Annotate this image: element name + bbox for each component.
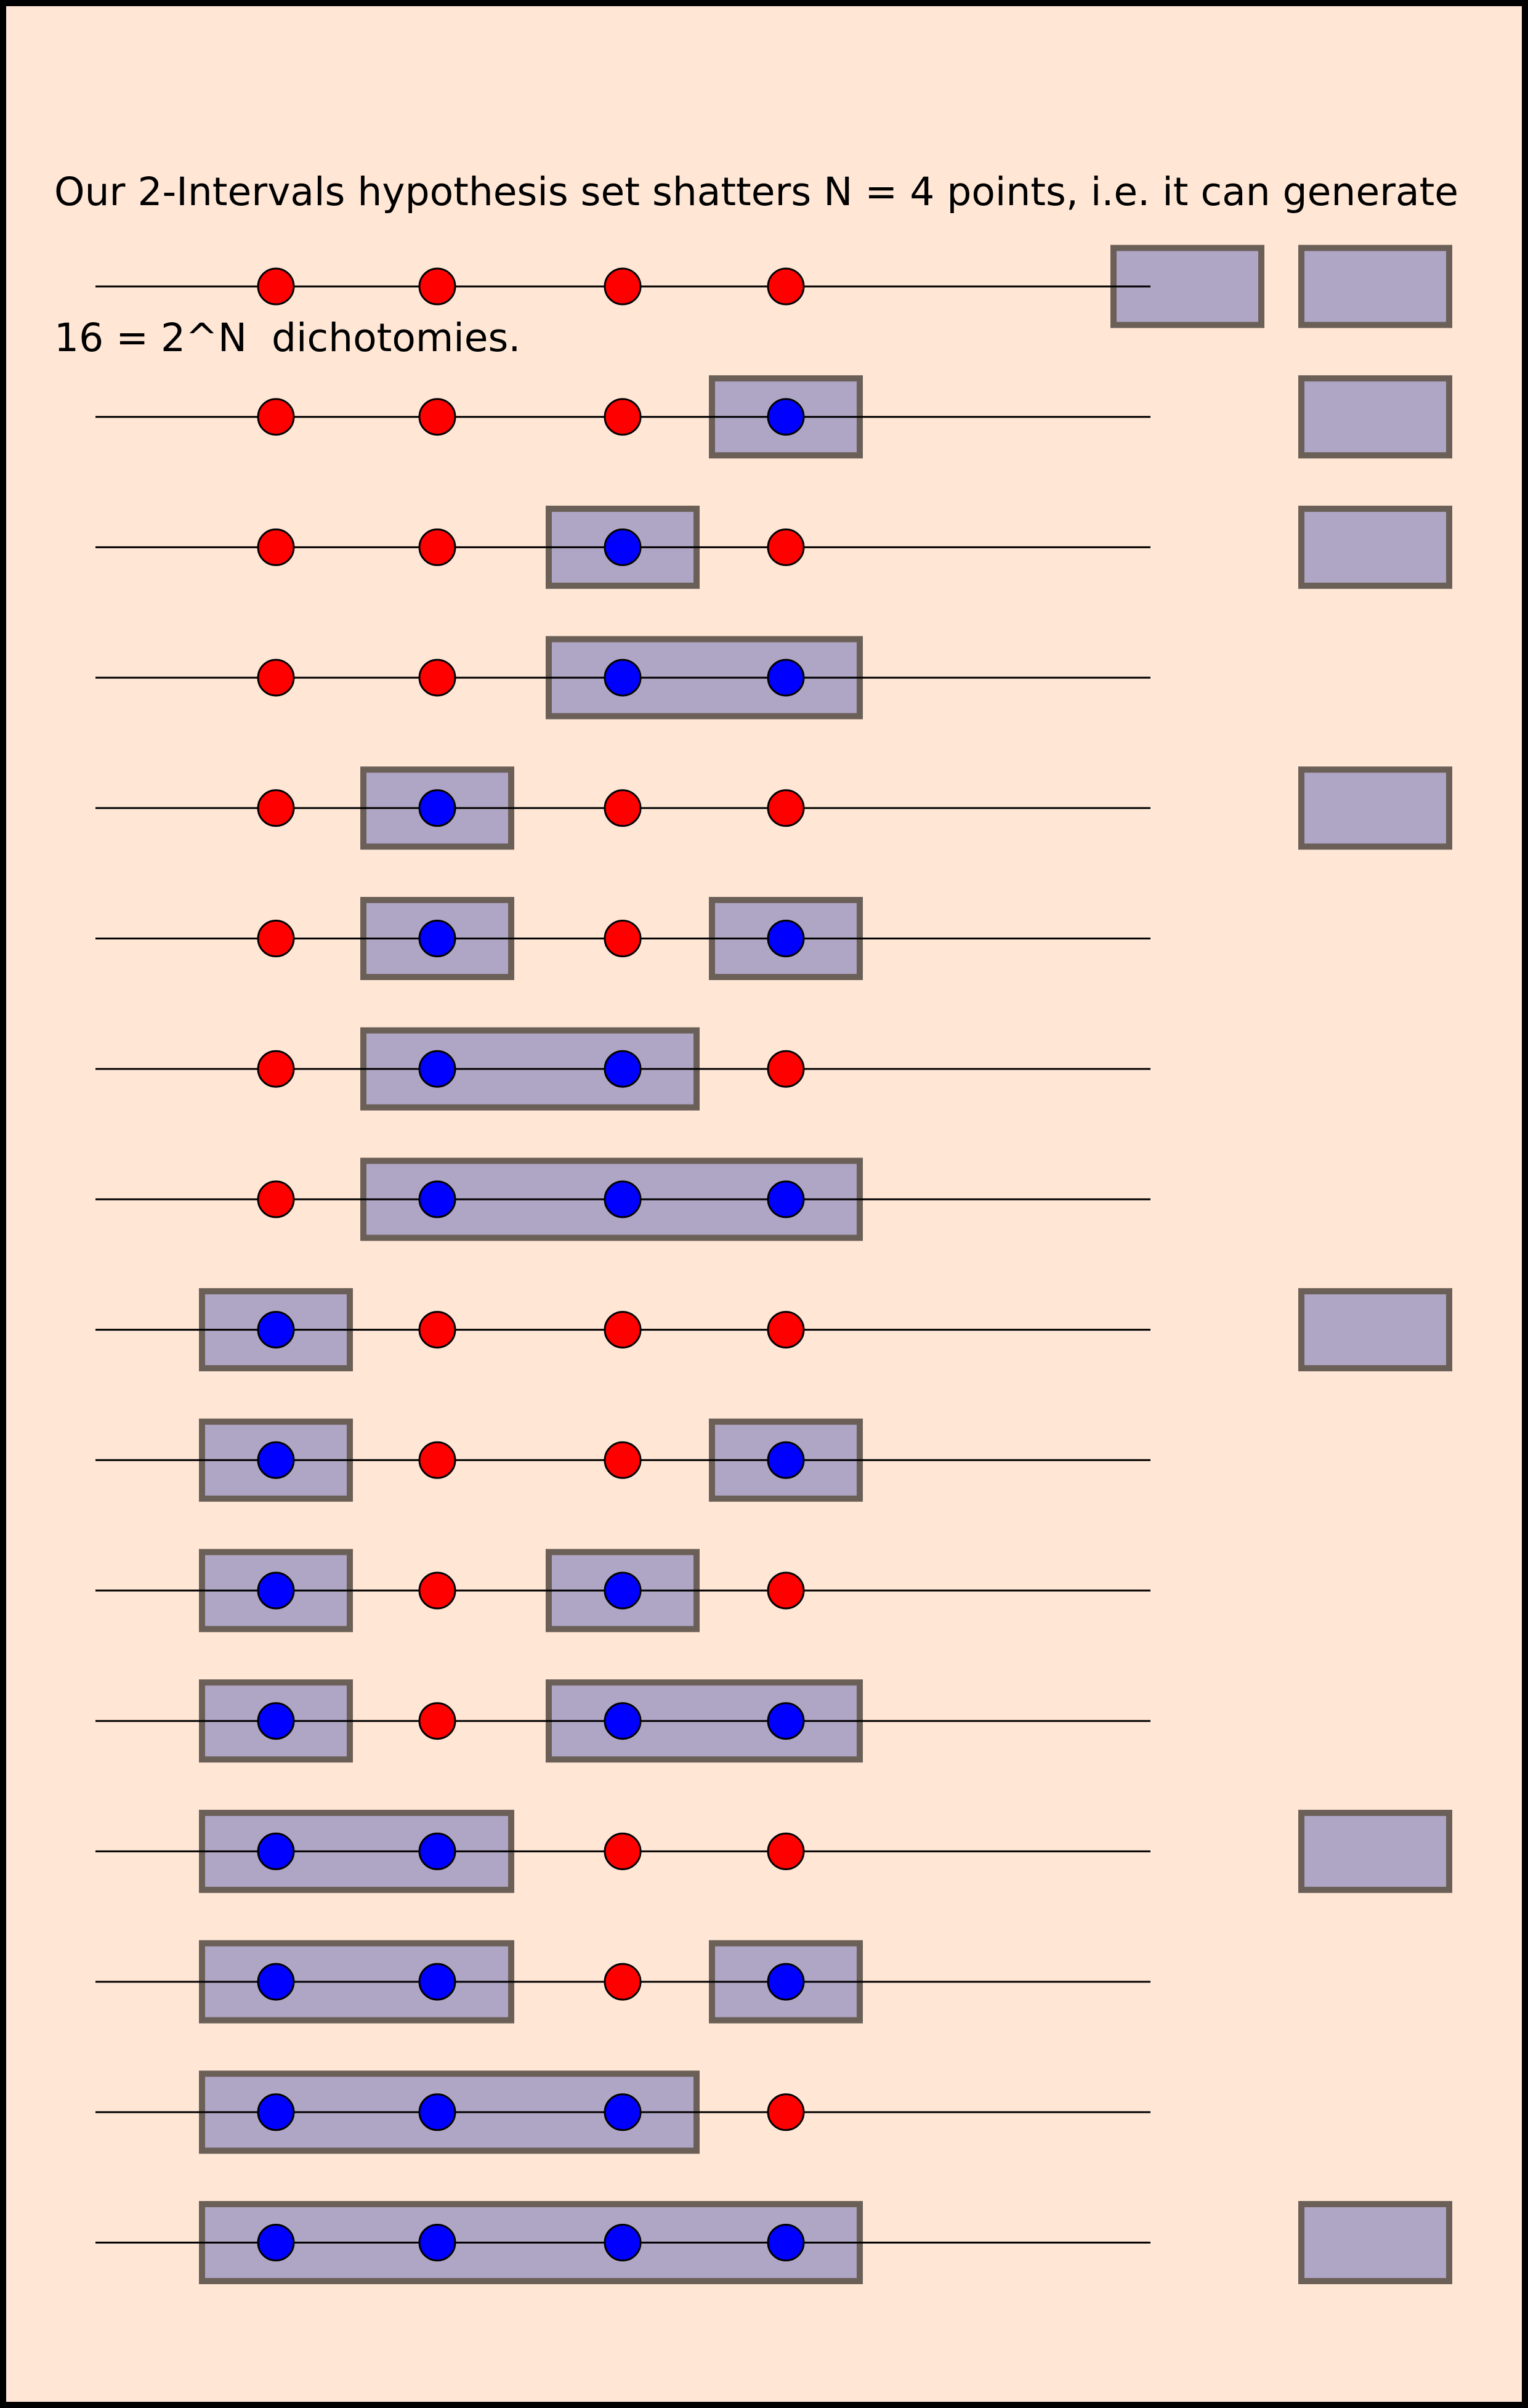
negative-point [604, 398, 642, 436]
interval-box-spare [1298, 1809, 1452, 1893]
interval-box-spare [1298, 766, 1452, 850]
positive-point [257, 1963, 295, 2001]
positive-point [767, 659, 805, 697]
dichotomy-rows [95, 245, 1452, 2284]
dichotomy-row [95, 1027, 1150, 1111]
dichotomy-row [95, 505, 1452, 589]
dichotomy-row [95, 2201, 1452, 2284]
dichotomy-row [95, 1288, 1452, 1372]
positive-point [418, 789, 456, 827]
positive-point [767, 1963, 805, 2001]
interval-box-spare [1298, 505, 1452, 589]
positive-point [257, 1441, 295, 1479]
positive-point [767, 398, 805, 436]
dichotomy-row [95, 1679, 1150, 1763]
negative-point [257, 528, 295, 566]
positive-point [604, 2224, 642, 2261]
negative-point [257, 267, 295, 306]
dichotomy-row [95, 1809, 1452, 1893]
negative-point [257, 920, 295, 957]
positive-point [604, 528, 642, 566]
negative-point [767, 2093, 805, 2131]
negative-point [767, 267, 805, 306]
positive-point [767, 2224, 805, 2261]
positive-point [604, 1702, 642, 1740]
negative-point [257, 789, 295, 827]
negative-point [604, 267, 642, 306]
negative-point [257, 398, 295, 436]
negative-point [257, 1050, 295, 1088]
negative-point [257, 659, 295, 697]
negative-point [418, 659, 456, 697]
interval-box-spare [1298, 1288, 1452, 1372]
positive-point [257, 1571, 295, 1610]
negative-point [767, 1832, 805, 1870]
negative-point [767, 1050, 805, 1088]
positive-point [604, 659, 642, 697]
dichotomy-row [95, 2070, 1150, 2154]
positive-point [257, 2093, 295, 2131]
caption-line-1: Our 2-Intervals hypothesis set shatters … [54, 169, 1459, 214]
positive-point [604, 1050, 642, 1088]
positive-point [418, 1832, 456, 1870]
dichotomy-row [95, 1418, 1150, 1502]
dichotomy-row [95, 897, 1150, 980]
negative-point [418, 1571, 456, 1610]
positive-point [767, 1702, 805, 1740]
dichotomy-row [95, 245, 1452, 328]
caption: Our 2-Intervals hypothesis set shatters … [54, 70, 1489, 411]
positive-point [257, 2224, 295, 2261]
positive-point [418, 2224, 456, 2261]
positive-point [418, 1180, 456, 1218]
positive-point [257, 1311, 295, 1349]
negative-point [418, 398, 456, 436]
negative-point [604, 1441, 642, 1479]
negative-point [257, 1180, 295, 1218]
positive-point [418, 1050, 456, 1088]
dichotomy-row [95, 1549, 1150, 1632]
negative-point [767, 1571, 805, 1610]
negative-point [418, 1441, 456, 1479]
negative-point [767, 528, 805, 566]
positive-point [418, 920, 456, 957]
positive-point [767, 1441, 805, 1479]
negative-point [418, 1702, 456, 1740]
negative-point [418, 528, 456, 566]
negative-point [604, 1963, 642, 2001]
positive-point [418, 1963, 456, 2001]
positive-point [767, 1180, 805, 1218]
negative-point [604, 1311, 642, 1349]
negative-point [767, 1311, 805, 1349]
positive-point [767, 920, 805, 957]
positive-point [604, 1571, 642, 1610]
negative-point [604, 789, 642, 827]
interval-box-spare [1298, 375, 1452, 459]
negative-point [767, 789, 805, 827]
dichotomy-row [95, 636, 1150, 720]
interval-box-spare [1298, 245, 1452, 328]
dichotomy-row [95, 1157, 1150, 1241]
negative-point [604, 1832, 642, 1870]
positive-point [257, 1702, 295, 1740]
dichotomy-row [95, 375, 1452, 459]
interval-box-spare [1298, 2201, 1452, 2284]
positive-point [257, 1832, 295, 1870]
caption-line-2: 16 = 2^N dichotomies. [54, 315, 521, 360]
negative-point [418, 267, 456, 306]
positive-point [418, 2093, 456, 2131]
positive-point [604, 1180, 642, 1218]
dichotomy-row [95, 766, 1452, 850]
negative-point [604, 920, 642, 957]
negative-point [418, 1311, 456, 1349]
dichotomy-row [95, 1940, 1150, 2024]
positive-point [604, 2093, 642, 2131]
